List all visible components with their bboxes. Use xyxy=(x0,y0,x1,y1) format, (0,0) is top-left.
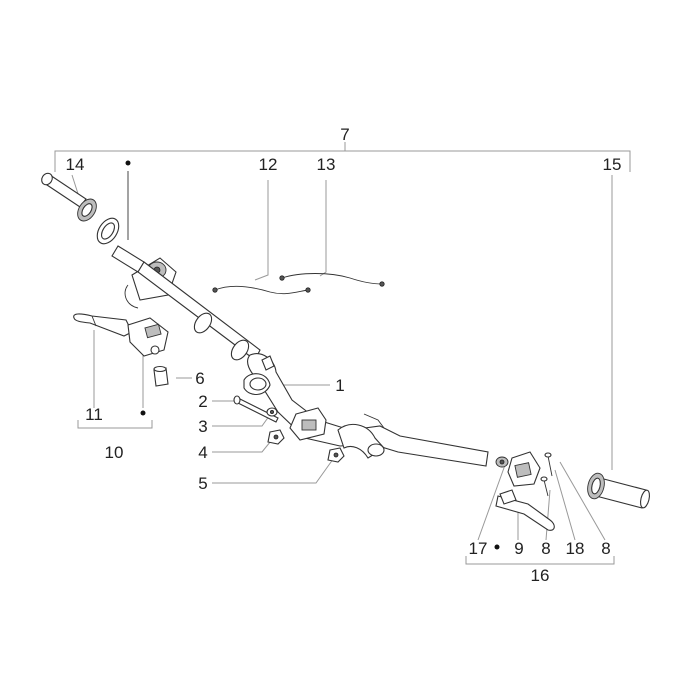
label-4: 4 xyxy=(198,443,207,462)
part-bolt xyxy=(233,395,279,423)
part-right-lever xyxy=(495,489,555,531)
leader-13 xyxy=(319,180,327,277)
marker-dot-top xyxy=(125,160,131,166)
part-washer-ring xyxy=(96,217,120,245)
label-8-a: 8 xyxy=(541,539,550,558)
label-8-b: 8 xyxy=(601,539,610,558)
part-right-clamp xyxy=(507,451,541,487)
label-15: 15 xyxy=(603,155,622,174)
label-5: 5 xyxy=(198,474,207,493)
bracket-7 xyxy=(54,150,631,172)
part-lower-nut xyxy=(327,447,345,463)
label-2: 2 xyxy=(198,392,207,411)
part-screw-18 xyxy=(544,452,553,477)
label-3: 3 xyxy=(198,417,207,436)
label-1: 1 xyxy=(335,376,344,395)
marker-dot-16 xyxy=(494,544,500,550)
label-9: 9 xyxy=(514,539,523,558)
label-6: 6 xyxy=(195,369,204,388)
part-left-lever xyxy=(73,313,133,337)
part-spacer xyxy=(153,365,169,387)
label-7: 7 xyxy=(340,125,349,144)
part-nut xyxy=(267,429,285,445)
bracket-10 xyxy=(77,420,153,429)
label-10: 10 xyxy=(105,443,124,462)
marker-dot-10 xyxy=(140,410,146,416)
label-12: 12 xyxy=(259,155,278,174)
part-screw-8 xyxy=(540,476,549,497)
label-11: 11 xyxy=(85,405,103,424)
label-16: 16 xyxy=(531,566,550,585)
callout-labels: 7 14 12 13 15 6 1 2 11 3 10 4 5 17 9 8 1… xyxy=(66,125,622,585)
label-18: 18 xyxy=(566,539,585,558)
label-13: 13 xyxy=(317,155,336,174)
part-right-grip xyxy=(587,472,651,509)
label-14: 14 xyxy=(66,155,85,174)
part-cable-12 xyxy=(212,285,311,295)
bracket-16 xyxy=(465,556,615,565)
part-bushing xyxy=(495,456,509,468)
part-handlebar xyxy=(137,261,489,467)
leader-lines xyxy=(54,142,631,565)
label-17: 17 xyxy=(469,539,488,558)
part-left-grip xyxy=(41,172,97,222)
part-cable-13 xyxy=(279,273,385,287)
leader-12 xyxy=(254,180,269,281)
part-washer xyxy=(266,407,278,417)
part-left-master-cylinder xyxy=(127,317,169,357)
